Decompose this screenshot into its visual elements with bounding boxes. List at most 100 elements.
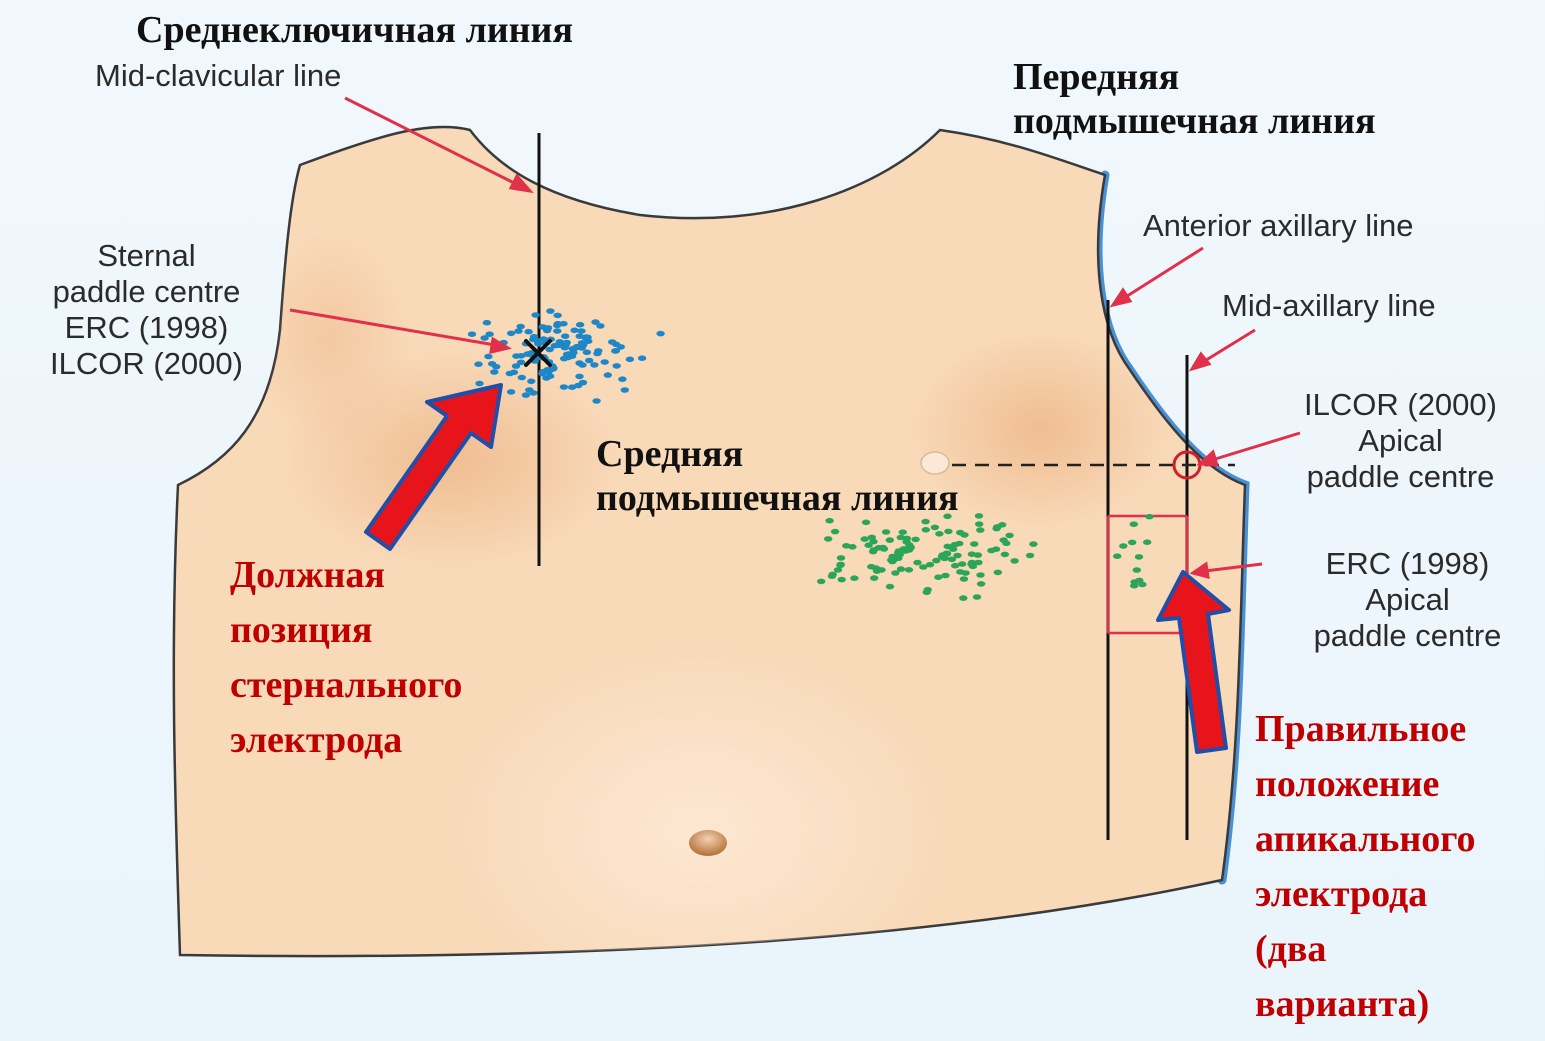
placement-dot [608, 339, 616, 345]
placement-dot [837, 555, 845, 561]
placement-dot [951, 563, 959, 569]
placement-dot [838, 577, 846, 583]
placement-dot [585, 358, 593, 364]
placement-dot [517, 360, 525, 366]
mid-axillary-label: Mid-axillary line [1222, 288, 1436, 324]
pointer-mid-axillary [1192, 330, 1255, 369]
placement-dot [864, 542, 872, 548]
placement-dot [485, 331, 493, 337]
placement-dot [905, 567, 913, 573]
placement-dot [613, 363, 621, 369]
placement-dot [514, 328, 522, 334]
placement-dot [546, 308, 554, 314]
placement-dot [998, 522, 1006, 528]
placement-dot [604, 372, 612, 378]
placement-dot [973, 594, 981, 600]
placement-dot [547, 367, 555, 373]
placement-dot [1002, 541, 1010, 547]
placement-dot [1026, 553, 1034, 559]
placement-dot [934, 574, 942, 580]
placement-dot [828, 573, 836, 579]
placement-dot [593, 351, 601, 357]
placement-dot [522, 392, 530, 398]
placement-dot [490, 369, 498, 375]
placement-dot [531, 312, 539, 318]
placement-dot [617, 344, 625, 350]
placement-dot [1113, 553, 1121, 559]
placement-dot [1130, 521, 1138, 527]
placement-dot [967, 561, 975, 567]
placement-dot [579, 380, 587, 386]
placement-dot [944, 529, 952, 535]
placement-dot [576, 333, 584, 339]
placement-dot [959, 595, 967, 601]
placement-dot [570, 328, 578, 334]
placement-dot [618, 376, 626, 382]
placement-dot [867, 564, 875, 570]
placement-dot [575, 360, 583, 366]
mid-clavicular-label: Mid-clavicular line [95, 58, 341, 94]
placement-dot [568, 353, 576, 359]
navel-icon [689, 830, 727, 856]
placement-dot [568, 384, 576, 390]
placement-dot [1135, 554, 1143, 560]
placement-dot [601, 359, 609, 365]
placement-dot [560, 384, 568, 390]
placement-dot [899, 529, 907, 535]
placement-dot [886, 537, 894, 543]
placement-dot [1138, 582, 1146, 588]
placement-dot [583, 335, 591, 341]
placement-dot [977, 581, 985, 587]
placement-dot [862, 520, 870, 526]
placement-dot [576, 322, 584, 328]
placement-dot [638, 355, 646, 361]
placement-dot [553, 323, 561, 329]
placement-dot [553, 328, 561, 334]
placement-dot [621, 387, 629, 393]
placement-dot [882, 529, 890, 535]
placement-dot [970, 541, 978, 547]
placement-dot [905, 542, 913, 548]
placement-dot [591, 319, 599, 325]
placement-dot [468, 331, 476, 337]
placement-dot [922, 527, 930, 533]
placement-dot [583, 350, 591, 356]
placement-dot [543, 328, 551, 334]
placement-dot [1133, 567, 1141, 573]
placement-dot [529, 337, 537, 343]
placement-dot [949, 546, 957, 552]
placement-dot [877, 567, 885, 573]
placement-dot [879, 545, 887, 551]
placement-dot [656, 331, 664, 337]
placement-dot [1119, 543, 1127, 549]
placement-dot [590, 362, 598, 368]
placement-dot [575, 374, 583, 380]
placement-dot [975, 521, 983, 527]
placement-dot [518, 375, 526, 381]
placement-dot [974, 552, 982, 558]
placement-dot [953, 553, 961, 559]
placement-dot [861, 536, 869, 542]
placement-dot [817, 579, 825, 585]
placement-dot [923, 590, 931, 596]
placement-dot [561, 333, 569, 339]
placement-dot [994, 570, 1002, 576]
placement-dot [992, 546, 1000, 552]
placement-dot [1130, 579, 1138, 585]
placement-dot [976, 572, 984, 578]
placement-dot [870, 575, 878, 581]
placement-dot [626, 357, 634, 363]
placement-dot [483, 320, 491, 326]
sternal-paddle-label: Sternal paddle centre ERC (1998) ILCOR (… [4, 238, 289, 382]
placement-dot [1029, 541, 1037, 547]
placement-dot [1001, 552, 1009, 558]
placement-dot [831, 529, 839, 535]
placement-dot [507, 331, 515, 337]
ru-mid-clavicular-label: Среднеключичная линия [136, 8, 573, 52]
placement-dot [484, 354, 492, 360]
placement-dot [507, 389, 515, 395]
placement-dot [1128, 540, 1136, 546]
placement-dot [524, 329, 532, 335]
placement-dot [578, 340, 586, 346]
placement-dot [897, 566, 905, 572]
